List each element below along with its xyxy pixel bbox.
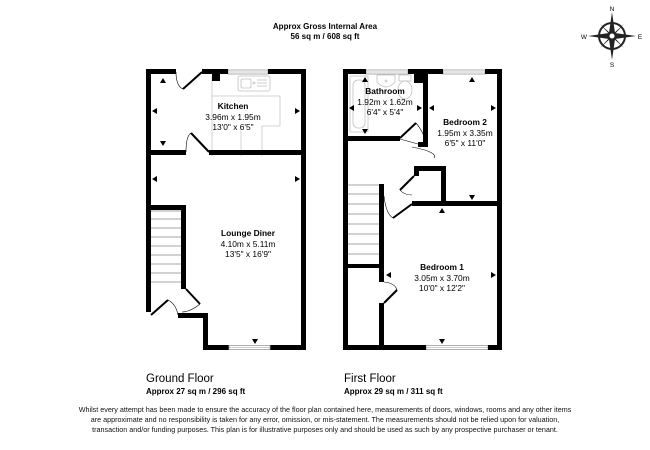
room-name: Kitchen — [217, 101, 249, 111]
room-imperial: 10'0" x 12'2" — [419, 283, 465, 293]
room-bathroom: Bathroom 1.92m x 1.62m 6'4" x 5'4" — [357, 86, 412, 118]
first-floor-dimension-arrows — [349, 77, 496, 344]
compass-north: N — [610, 6, 615, 13]
ground-floor-stairs — [151, 210, 181, 283]
room-imperial: 13'0" x 6'5" — [212, 122, 254, 132]
floor-area: Approx 29 sq m / 311 sq ft — [344, 387, 443, 396]
room-metric: 1.95m x 3.35m — [437, 127, 493, 138]
compass-rose-icon: N S W E — [580, 4, 644, 69]
compass-west: W — [581, 34, 588, 41]
room-metric: 3.05m x 3.70m — [414, 272, 470, 283]
room-kitchen: Kitchen 3.96m x 1.95m 13'0" x 6'5" — [205, 101, 260, 133]
bathroom-window — [365, 69, 409, 75]
first-floor-label: First Floor Approx 29 sq m / 311 sq ft — [344, 373, 443, 396]
room-imperial: 6'4" x 5'4" — [366, 107, 404, 117]
room-bedroom-2: Bedroom 2 1.95m x 3.35m 6'5" x 11'0" — [437, 117, 492, 149]
room-lounge-diner: Lounge Diner 4.10m x 5.11m 13'5" x 16'9" — [221, 228, 276, 260]
disclaimer: Whilst every attempt has been made to en… — [78, 405, 572, 434]
first-floor-plan — [343, 69, 502, 350]
room-name: Lounge Diner — [221, 228, 275, 238]
room-name: Bedroom 2 — [443, 117, 487, 127]
kitchen-window — [227, 69, 269, 75]
ground-floor-dimension-arrows — [152, 78, 300, 344]
room-metric: 4.10m x 5.11m — [220, 238, 276, 249]
toilet-icon — [397, 74, 413, 100]
room-name: Bedroom 1 — [420, 262, 464, 272]
ground-floor-walls — [146, 69, 306, 350]
compass-south: S — [610, 62, 615, 68]
ground-floor-label: Ground Floor Approx 27 sq m / 296 sq ft — [146, 373, 245, 396]
floor-area: Approx 27 sq m / 296 sq ft — [146, 387, 246, 396]
floor-title: Ground Floor — [146, 373, 214, 385]
floor-title: First Floor — [344, 373, 396, 385]
gross-internal-area: Approx Gross Internal Area 56 sq m / 608… — [0, 22, 650, 42]
bath-icon — [349, 75, 369, 133]
basin-icon — [376, 74, 396, 88]
bedroom-2-window — [442, 69, 486, 75]
room-bedroom-1: Bedroom 1 3.05m x 3.70m 10'0" x 12'2" — [414, 262, 469, 294]
first-floor-doors — [383, 122, 435, 304]
room-imperial: 13'5" x 16'9" — [225, 249, 271, 259]
room-metric: 1.92m x 1.62m — [357, 96, 413, 107]
first-floor-walls — [343, 69, 502, 350]
ground-floor-plan — [146, 69, 306, 350]
lounge-window — [228, 345, 271, 350]
first-floor-stairs — [348, 184, 379, 255]
ground-floor-doors — [150, 71, 210, 316]
gross-area-title: Approx Gross Internal Area — [272, 22, 378, 31]
room-metric: 3.96m x 1.95m — [205, 111, 261, 122]
room-imperial: 6'5" x 11'0" — [444, 138, 486, 148]
room-name: Bathroom — [365, 86, 405, 96]
gross-area-value: 56 sq m / 608 sq ft — [290, 32, 360, 41]
compass-east: E — [638, 34, 643, 41]
kitchen-sink-icon — [237, 75, 271, 92]
bedroom-1-window — [425, 345, 489, 350]
